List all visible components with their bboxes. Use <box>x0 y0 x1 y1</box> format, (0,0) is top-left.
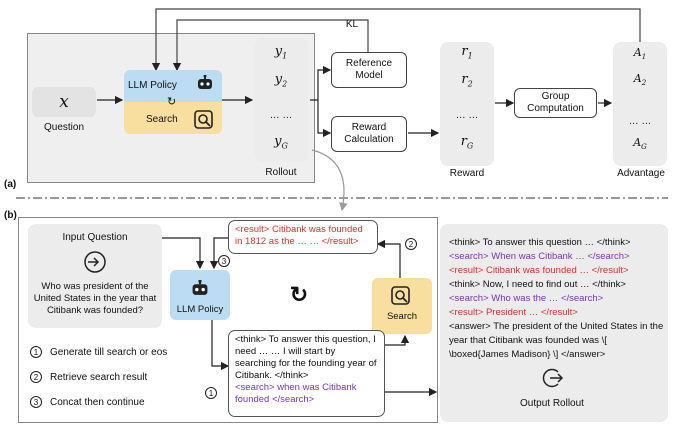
rollout-line-3: <result> Citibank was founded … </result… <box>449 265 629 276</box>
policy-search-box-a: LLM Policy ↻ Search <box>124 70 222 134</box>
think-box: <think> To answer this question, I need … <box>228 330 385 417</box>
input-question-box <box>28 224 162 328</box>
search-icon-a <box>194 110 213 129</box>
group-computation-box: Group Computation <box>514 88 597 118</box>
robot-icon-b <box>190 280 208 296</box>
rollout-line-1: <think> To answer this question … </thin… <box>449 237 631 248</box>
advantage-ellipsis: … … <box>628 116 652 127</box>
input-question-title: Input Question <box>62 232 128 243</box>
rollout-yG: yG <box>274 134 288 151</box>
rollout-line-4: <think> Now, I need to find out … </thin… <box>449 279 626 290</box>
output-rollout-text: <think> To answer this question … </thin… <box>449 236 665 362</box>
rollout-y2: y2 <box>274 72 288 89</box>
input-question-text: Who was president of the United States i… <box>33 281 157 316</box>
logout-arrow-icon <box>541 366 565 390</box>
llm-policy-label-b: LLM Policy <box>176 304 224 315</box>
marker-3: 3 <box>218 255 230 267</box>
rollout-y1: y1 <box>274 44 288 61</box>
rollout-line-6: <result> President … </result> <box>449 307 578 318</box>
question-label: Question <box>43 122 85 133</box>
advantage-label: Advantage <box>617 168 665 179</box>
search-label-b: Search <box>386 311 418 322</box>
advantage-column <box>613 42 667 166</box>
marker-1: 1 <box>205 387 217 399</box>
part-b-label: (b) <box>4 210 17 221</box>
rollout-line-5: <search> Who was the … </search> <box>449 293 604 304</box>
output-rollout-box <box>440 224 668 422</box>
marker-2: 2 <box>405 238 417 250</box>
rollout-column <box>254 38 308 162</box>
cycle-icon-a: ↻ <box>167 96 177 108</box>
advantage-aG: AG <box>633 136 647 152</box>
kl-label: KL <box>345 19 359 30</box>
reward-label: Reward <box>449 168 485 179</box>
advantage-a1: A1 <box>633 46 647 62</box>
feedback-line <box>151 8 641 72</box>
advantage-a2: A2 <box>633 72 647 88</box>
rollout-line-7: <answer> The president of the United Sta… <box>449 321 664 360</box>
login-arrow-icon <box>83 250 107 274</box>
reward-r1: r1 <box>461 44 473 61</box>
rollout-label: Rollout <box>265 167 297 178</box>
part-a-label: (a) <box>4 179 17 190</box>
result-box: <result> Citibank was founded in 1812 as… <box>228 220 378 254</box>
output-rollout-label: Output Rollout <box>520 398 584 409</box>
rollout-ellipsis: … … <box>269 110 293 121</box>
panel-b <box>18 217 438 423</box>
reward-rG: rG <box>460 134 474 151</box>
cycle-icon-b: ↻ <box>289 282 309 307</box>
search-label-a: Search <box>146 114 178 125</box>
rollout-line-2: <search> When was Citibank … </search> <box>449 251 630 262</box>
question-box: x <box>32 87 96 117</box>
reward-r2: r2 <box>461 72 473 89</box>
robot-icon-a <box>196 75 212 89</box>
kl-line <box>172 19 369 72</box>
reference-model-box: Reference Model <box>331 52 407 88</box>
reward-calculation-box: Reward Calculation <box>331 116 407 152</box>
llm-policy-box-b <box>170 270 230 320</box>
question-symbol: x <box>59 92 69 112</box>
search-icon-b <box>391 286 411 306</box>
reward-column <box>440 42 494 166</box>
llm-policy-label-a: LLM Policy <box>128 80 177 91</box>
reward-ellipsis: … … <box>455 110 479 121</box>
